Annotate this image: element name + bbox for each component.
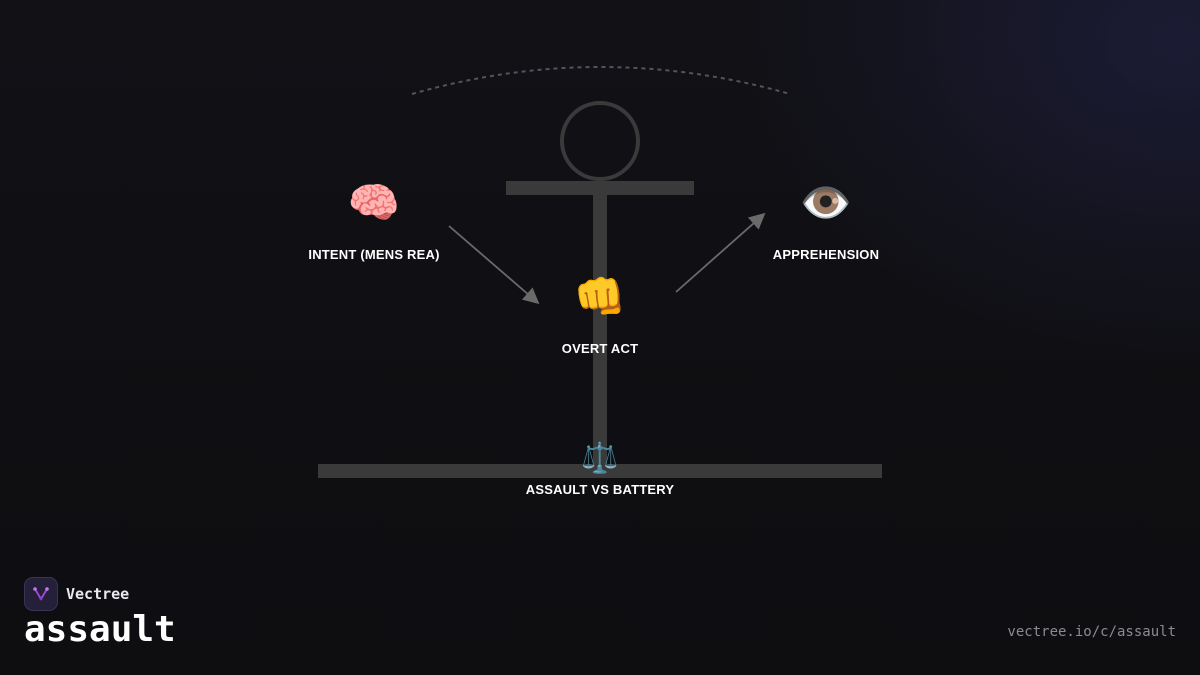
vectree-logo-icon	[24, 577, 58, 611]
ankh-crossbar	[506, 181, 694, 195]
node-label-act: OVERT ACT	[561, 341, 639, 356]
edge-act-to-apprehension	[675, 212, 766, 293]
node-label-intent: INTENT (MENS REA)	[308, 247, 440, 262]
topic-title: assault	[24, 609, 176, 650]
brain-icon: 🧠	[347, 178, 401, 227]
ankh-shaft	[593, 195, 607, 465]
brand-name: Vectree	[66, 585, 130, 603]
brand: Vectree	[24, 577, 129, 611]
page-url[interactable]: vectree.io/c/assault	[1007, 624, 1176, 640]
scales-icon: ⚖️	[581, 441, 619, 476]
node-label-apprehension: APPREHENSION	[772, 247, 880, 262]
edge-intent-to-act	[448, 225, 540, 305]
node-label-base: ASSAULT VS BATTERY	[525, 482, 675, 497]
eye-icon: 👁️	[799, 178, 853, 227]
fist-icon: 👊	[573, 272, 627, 321]
base-bar	[318, 464, 882, 478]
ankh-loop	[560, 101, 640, 181]
dashed-arc	[411, 66, 791, 95]
